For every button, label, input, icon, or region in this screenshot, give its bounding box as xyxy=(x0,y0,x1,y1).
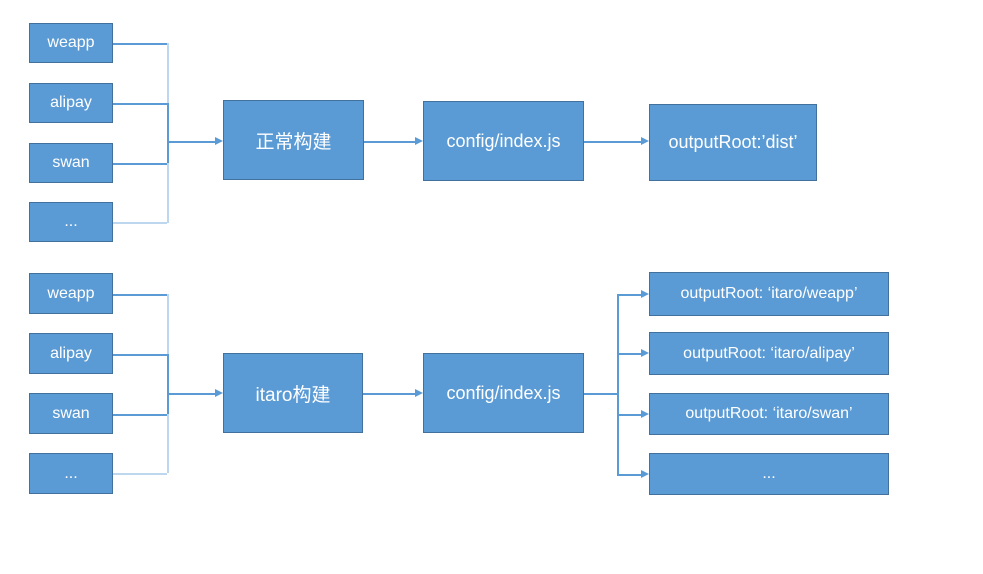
bottom-output-ellipsis-box: ... xyxy=(649,453,889,495)
bottom-arrow-bus-to-build-head xyxy=(215,388,223,397)
top-connector-bus-upper xyxy=(167,43,169,103)
top-source-swan: swan xyxy=(29,143,113,183)
bottom-fanout-arrow-swan-head xyxy=(641,409,649,418)
top-source-weapp: weapp xyxy=(29,23,113,63)
bottom-source-alipay: alipay xyxy=(29,333,113,374)
top-connector-swan-stub xyxy=(113,163,167,165)
top-arrow-build-to-config-line xyxy=(364,141,415,143)
top-source-alipay: alipay xyxy=(29,83,113,123)
top-connector-ellipsis-stub xyxy=(113,222,167,224)
bottom-output-alipay-box: outputRoot: ‘itaro/alipay’ xyxy=(649,332,889,375)
bottom-fanout-arrow-alipay-head xyxy=(641,348,649,357)
top-arrow-config-to-output-head xyxy=(641,136,649,145)
top-build-box: 正常构建 xyxy=(223,100,364,180)
bottom-arrow-build-to-config-line xyxy=(363,393,415,395)
top-arrow-config-to-output-line xyxy=(584,141,641,143)
bottom-arrow-build-to-config-head xyxy=(415,388,423,397)
top-connector-bus-middle xyxy=(167,103,169,163)
bottom-connector-ellipsis-stub xyxy=(113,473,167,475)
bottom-output-swan-box: outputRoot: ‘itaro/swan’ xyxy=(649,393,889,435)
bottom-source-weapp: weapp xyxy=(29,273,113,314)
top-output-dist-box: outputRoot:’dist’ xyxy=(649,104,817,181)
bottom-connector-swan-stub xyxy=(113,414,167,416)
bottom-connector-bus-middle xyxy=(167,354,169,414)
bottom-fanout-arrow-ellipsis-head xyxy=(641,469,649,478)
bottom-connector-alipay-stub xyxy=(113,354,167,356)
bottom-output-weapp-box: outputRoot: ‘itaro/weapp’ xyxy=(649,272,889,316)
bottom-arrow-bus-to-build-line xyxy=(167,393,215,395)
bottom-source-swan: swan xyxy=(29,393,113,434)
bottom-fanout-arrow-weapp-head xyxy=(641,289,649,298)
bottom-fanout-arrow-swan-line xyxy=(617,414,641,416)
bottom-fanout-config-stub xyxy=(584,393,617,395)
bottom-fanout-arrow-weapp-line xyxy=(617,294,641,296)
top-config-box: config/index.js xyxy=(423,101,584,181)
top-arrow-build-to-config-head xyxy=(415,136,423,145)
bottom-fanout-arrow-alipay-line xyxy=(617,353,641,355)
bottom-fanout-arrow-ellipsis-line xyxy=(617,474,641,476)
top-connector-weapp-stub xyxy=(113,43,167,45)
top-connector-bus-lower xyxy=(167,163,169,223)
top-source-ellipsis: ... xyxy=(29,202,113,242)
bottom-connector-weapp-stub xyxy=(113,294,167,296)
top-connector-alipay-stub xyxy=(113,103,167,105)
top-arrow-bus-to-build-line xyxy=(167,141,215,143)
bottom-config-box: config/index.js xyxy=(423,353,584,433)
bottom-build-box: itaro构建 xyxy=(223,353,363,433)
bottom-connector-bus-upper xyxy=(167,294,169,354)
bottom-source-ellipsis: ... xyxy=(29,453,113,494)
bottom-connector-bus-lower xyxy=(167,414,169,473)
top-arrow-bus-to-build-head xyxy=(215,136,223,145)
bottom-fanout-bus xyxy=(617,294,619,474)
